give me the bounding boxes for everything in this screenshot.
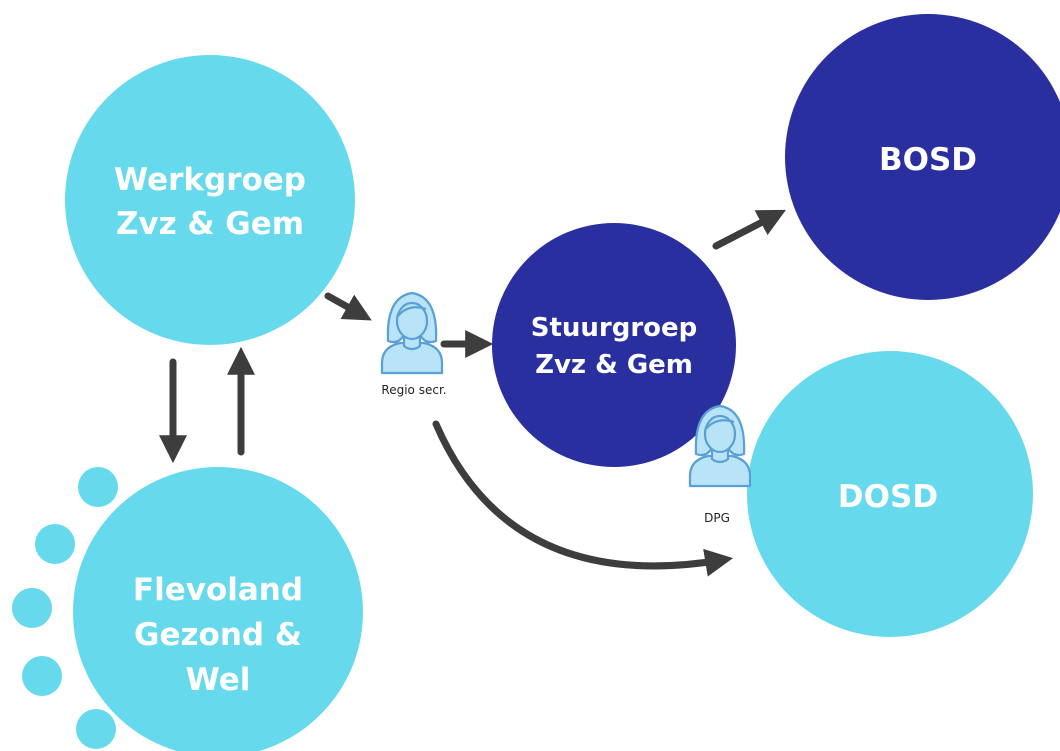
werkgroep-label-line1: Werkgroep [114,162,306,198]
stuurgroep-label-line2: Zvz & Gem [535,350,693,380]
stuurgroep-circle [492,223,736,467]
flevoland-label-line2: Gezond & [134,617,302,653]
node-stuurgroep: Stuurgroep Zvz & Gem [492,223,736,467]
werkgroep-label-line2: Zvz & Gem [116,206,304,242]
decorative-dot [76,709,116,749]
decorative-dot [35,524,75,564]
arrow-werkgroep-to-regio [324,292,372,321]
decorative-dot [22,656,62,696]
node-werkgroep: Werkgroep Zvz & Gem [65,55,355,345]
flevoland-label-line3: Wel [186,662,251,698]
arrow-stuurgroep-to-bosd [712,209,786,250]
werkgroep-circle [65,55,355,345]
dpg-label: DPG [704,511,730,525]
arrows [159,209,786,577]
decorative-dot [12,588,52,628]
arrow-regio-to-dosd [432,420,734,577]
stuurgroep-label-line1: Stuurgroep [531,313,698,343]
node-flevoland: Flevoland Gezond & Wel [73,467,363,751]
flevoland-circle [73,467,363,751]
dosd-label: DOSD [838,479,938,515]
node-bosd: BOSD [785,14,1060,300]
decorative-dot [78,467,118,507]
node-dosd: DOSD [747,351,1033,637]
person-icon [688,404,752,488]
bosd-circle [785,14,1060,300]
bosd-label: BOSD [879,142,977,178]
person-icon [380,291,444,375]
dosd-circle [747,351,1033,637]
flevoland-label-line1: Flevoland [133,572,303,608]
person-dpg: DPG [688,404,752,525]
decorative-dots [12,467,118,749]
person-regio: Regio secr. [380,291,447,397]
regio-secr-label: Regio secr. [381,383,446,397]
